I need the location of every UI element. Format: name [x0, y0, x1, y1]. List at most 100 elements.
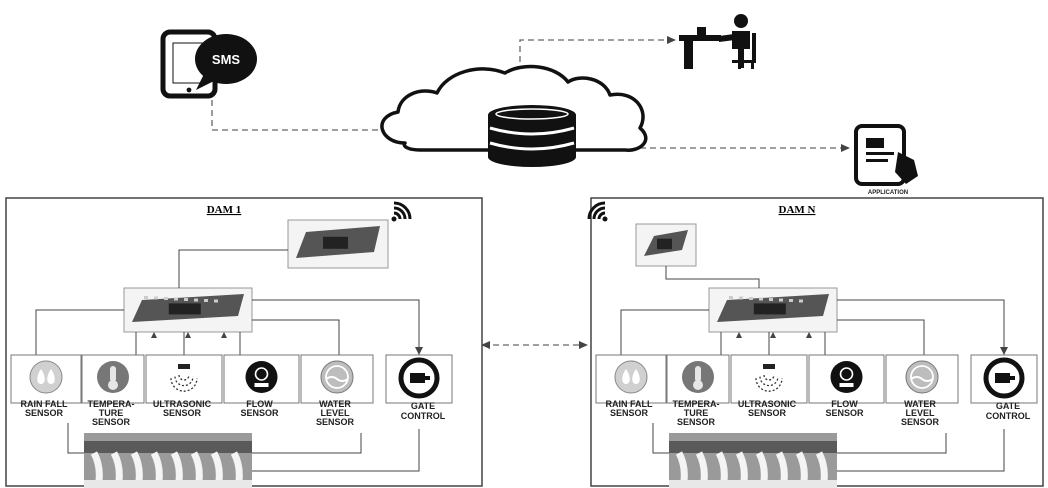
- pipe: [839, 383, 854, 387]
- sensor-label-line: ULTRASONIC: [153, 399, 212, 409]
- sensor-label-line: LEVEL: [905, 408, 935, 418]
- thermo-stem: [695, 366, 701, 382]
- sensor-label-line: RAIN FALL: [606, 399, 653, 409]
- wifi-signal-icon: [391, 201, 412, 222]
- gate-label-line: GATE: [411, 401, 435, 411]
- arrow-head-operator: [667, 36, 676, 44]
- gsm-module-board: [287, 219, 389, 269]
- thermometer-icon: [97, 361, 129, 393]
- microcontroller-board: [708, 287, 838, 333]
- ring: [910, 365, 934, 389]
- pin: [184, 298, 188, 301]
- arrow-head-mc: [736, 332, 742, 338]
- chip: [168, 303, 201, 315]
- connection-lines: [35, 249, 420, 472]
- sensor-label-line: TEMPERA-: [673, 399, 720, 409]
- sensor-label-line: TURE: [99, 408, 124, 418]
- link-photo-left: [67, 423, 84, 454]
- flow-meter-icon: [245, 361, 278, 393]
- dam-spillway-image: [84, 433, 252, 488]
- water-level-icon: [905, 360, 939, 394]
- sensor-label-line: SENSOR: [240, 408, 279, 418]
- link-photo-right: [837, 433, 947, 454]
- phone-sms-icon: SMS: [160, 29, 257, 99]
- sensor-label-line: FLOW: [831, 399, 858, 409]
- thermo-bulb: [693, 380, 703, 390]
- flow-meter-icon: [830, 361, 863, 393]
- wave: [759, 376, 779, 387]
- wifi-arc: [393, 206, 407, 220]
- sensor-label-line: SENSOR: [677, 417, 716, 427]
- dam-title: DAM N: [779, 204, 816, 216]
- arrow-head-mc: [806, 332, 812, 338]
- pin: [789, 299, 793, 302]
- pin: [204, 299, 208, 302]
- arrow-head-right: [579, 341, 588, 349]
- water-foam: [669, 480, 837, 488]
- pin: [749, 297, 753, 300]
- ultrasonic-icon: [170, 364, 198, 392]
- wave: [325, 376, 349, 382]
- sensor-label-line: TURE: [684, 408, 709, 418]
- dashed-links: [211, 39, 842, 346]
- pin: [799, 299, 803, 303]
- pin: [779, 298, 783, 302]
- sensor-label-line: SENSOR: [316, 417, 355, 427]
- arrow-head-left: [481, 341, 490, 349]
- pin: [164, 297, 168, 300]
- pipe: [254, 383, 269, 387]
- pin: [769, 298, 773, 301]
- wifi-arc: [592, 206, 606, 220]
- wave: [170, 378, 198, 392]
- link-mc-gsm: [178, 249, 288, 288]
- gate-motor-icon: [983, 357, 1025, 399]
- arrow-head-mc: [151, 332, 157, 338]
- thermo-stem: [110, 366, 116, 382]
- sensor-label-line: SENSOR: [748, 408, 787, 418]
- wifi-arc: [597, 211, 606, 220]
- link-photo-gate: [252, 429, 420, 472]
- drop: [632, 369, 640, 384]
- wifi-signal-icon: [587, 201, 608, 222]
- motor-body: [995, 373, 1010, 383]
- sensor-label-line: TEMPERA-: [88, 399, 135, 409]
- link-sensor-mc: [252, 319, 340, 355]
- dam-title: DAM 1: [207, 204, 242, 216]
- dam-wall: [669, 441, 837, 453]
- pin: [154, 296, 158, 300]
- link-cloud-to-operator: [519, 39, 668, 92]
- pin: [144, 296, 148, 299]
- link-mc-gsm: [665, 266, 760, 288]
- wave: [755, 378, 783, 392]
- gsm-module-board: [635, 223, 697, 267]
- pin: [174, 297, 178, 301]
- wifi-arc: [587, 201, 606, 220]
- database-icon: [488, 105, 576, 167]
- link-photo-gate: [837, 429, 1005, 472]
- icon-bg: [245, 361, 278, 393]
- dial: [254, 367, 269, 381]
- arrow-head-gate: [1000, 347, 1008, 355]
- wave: [763, 374, 775, 381]
- pin: [739, 296, 743, 300]
- icon-bg: [830, 361, 863, 393]
- drop: [37, 369, 45, 384]
- motor-body: [410, 373, 425, 383]
- link-photo-left: [652, 423, 669, 454]
- sensor-label-line: SENSOR: [825, 408, 864, 418]
- sensor-label-line: SENSOR: [610, 408, 649, 418]
- thermometer-icon: [682, 361, 714, 393]
- pin: [729, 296, 733, 299]
- raindrops-icon: [614, 360, 648, 394]
